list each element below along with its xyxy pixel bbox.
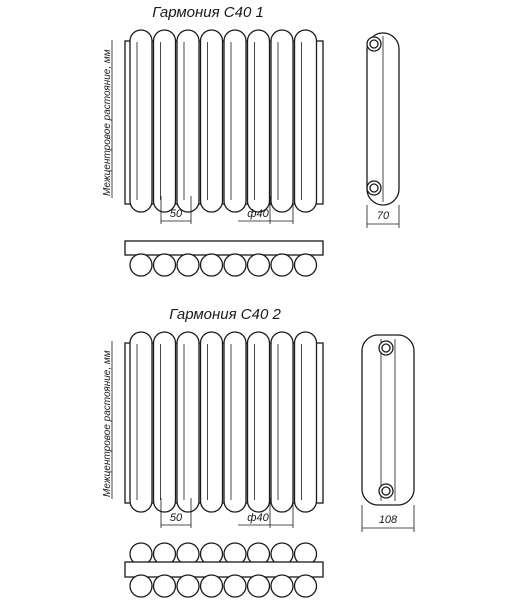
model-1-tube-8 — [293, 29, 318, 213]
model-2-block: Гармония С40 2 Межцентровое растояние, м… — [102, 306, 415, 598]
model-2-tube-4 — [199, 331, 224, 513]
model-2-top-lower-section-2 — [152, 574, 177, 598]
model-2-top-lower-section-1 — [129, 574, 153, 598]
model-2-tube-1 — [129, 331, 153, 513]
model-1-tube-3 — [176, 29, 200, 213]
model-1-diameter-label: ф40 — [247, 208, 269, 220]
model-1-top-section-2 — [152, 253, 177, 277]
model-1-front-view: Межцентровое растояние, мм 50 ф40 — [102, 29, 324, 224]
model-1-title: Гармония С40 1 — [152, 4, 264, 21]
model-2-title: Гармония С40 2 — [169, 306, 281, 323]
model-1-top-section-6 — [246, 253, 271, 277]
model-2-top-lower-section-3 — [176, 574, 200, 598]
model-2-tube-3 — [176, 331, 200, 513]
model-2-top-lower-section-4 — [199, 574, 224, 598]
model-1-top-section-5 — [223, 253, 247, 277]
model-2-tube-2 — [152, 331, 177, 513]
model-1-tube-1 — [129, 29, 153, 213]
model-2-top-lower-section-8 — [293, 574, 318, 598]
model-2-tube-7 — [270, 331, 294, 513]
model-2-tubes — [129, 331, 318, 513]
model-2-center-distance-label: Межцентровое растояние, мм — [102, 350, 113, 497]
model-2-top-lower-section-7 — [270, 574, 294, 598]
model-2-top-row-lower — [129, 574, 318, 598]
model-1-tubes — [129, 29, 318, 213]
model-2-tube-5 — [223, 331, 247, 513]
model-1-top-section-1 — [129, 253, 153, 277]
model-2-top-lower-section-5 — [223, 574, 247, 598]
model-2-top-lower-section-6 — [246, 574, 271, 598]
model-2-top-view — [124, 542, 324, 598]
model-1-tube-4 — [199, 29, 224, 213]
model-1-top-bar — [124, 240, 324, 256]
model-1-tube-6 — [246, 29, 271, 213]
model-2-front-view: Межцентровое растояние, мм 50 ф40 — [102, 331, 324, 528]
model-2-tube-8 — [293, 331, 318, 513]
model-2-side-view: 108 — [361, 334, 415, 532]
model-1-tube-2 — [152, 29, 177, 213]
model-2-pitch-label: 50 — [170, 512, 183, 524]
model-1-top-section-8 — [293, 253, 318, 277]
model-1-top-section-7 — [270, 253, 294, 277]
model-1-top-view — [124, 240, 324, 277]
model-1-bottom-fitting-inner — [369, 183, 379, 193]
model-1-top-fitting-inner — [369, 39, 379, 49]
model-2-diameter-label: ф40 — [247, 512, 269, 524]
model-2-side-body — [361, 334, 415, 506]
model-1-top-section-4 — [199, 253, 224, 277]
model-2-top-fitting-inner — [381, 343, 391, 353]
model-1-pitch-label: 50 — [170, 208, 183, 220]
model-2-depth-label: 108 — [379, 514, 398, 526]
model-1-tube-5 — [223, 29, 247, 213]
model-1-tube-7 — [270, 29, 294, 213]
model-1-center-distance-label: Межцентровое растояние, мм — [102, 49, 113, 196]
model-1-depth-label: 70 — [377, 210, 390, 222]
model-2-tube-6 — [246, 331, 271, 513]
model-1-top-section-3 — [176, 253, 200, 277]
model-1-side-view: 70 — [366, 32, 400, 228]
model-1-block: Гармония С40 1 Межцентровое растояние, м… — [102, 4, 400, 277]
model-2-bottom-fitting-inner — [381, 486, 391, 496]
model-2-top-bar — [124, 561, 324, 578]
model-1-top-row — [129, 253, 318, 277]
